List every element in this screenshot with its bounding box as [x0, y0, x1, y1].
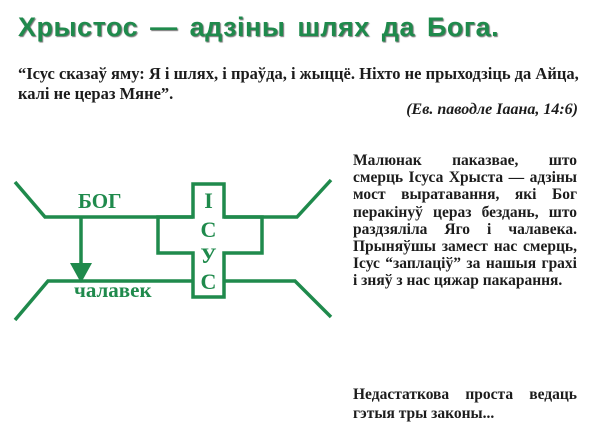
diagram-description: Малюнак паказвае, што смерць Ісуса Хрыст…: [353, 152, 577, 290]
man-side-left-line: [13, 279, 193, 322]
cross-letter: С: [201, 217, 217, 242]
man-label: чалавек: [74, 278, 152, 302]
god-label: БОГ: [78, 189, 121, 213]
god-side-left-line: [13, 180, 193, 219]
down-arrow-icon: [70, 263, 92, 283]
bridge-diagram: БОГ чалавек І С У С: [13, 178, 333, 322]
scripture-reference: (Ев. паводле Іаана, 14:6): [406, 101, 578, 118]
cross-letter: У: [200, 243, 216, 268]
page-title: Хрыстос — адзіны шлях да Бога.: [18, 12, 500, 42]
cross-letter: С: [201, 269, 217, 294]
cross-letter: І: [204, 188, 213, 213]
man-side-right-line: [224, 279, 333, 319]
cross-bridge: [156, 182, 264, 299]
scripture-quote: “Ісус сказаў яму: Я і шлях, і праўда, і …: [18, 64, 579, 103]
god-side-right-line: [224, 178, 333, 219]
footer-note: Недастаткова проста ве­даць гэтыя тры за…: [353, 386, 577, 422]
